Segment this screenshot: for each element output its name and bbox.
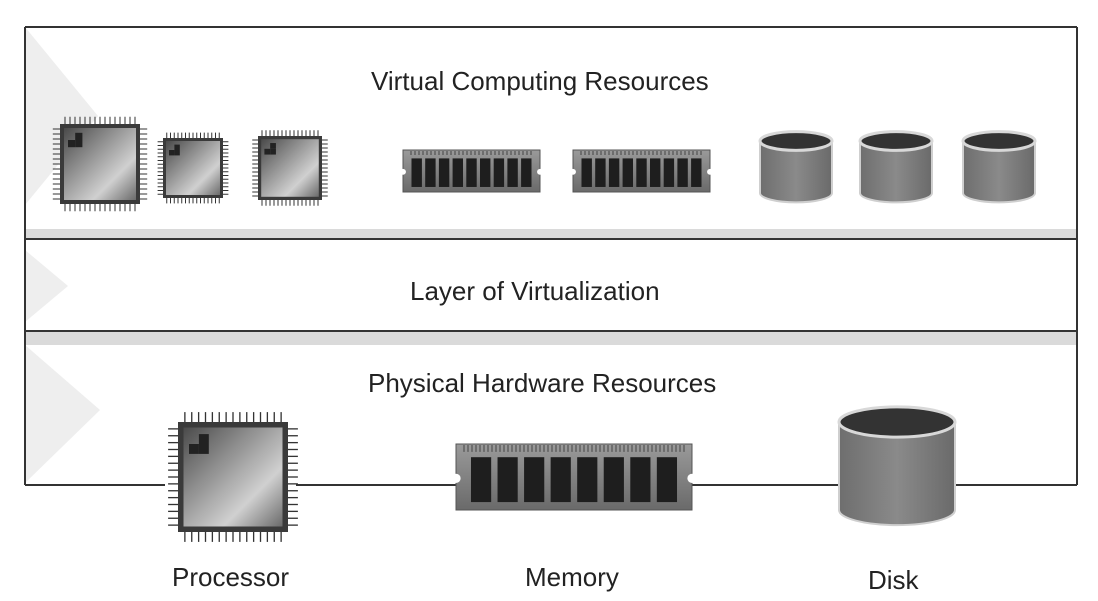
disk-label: Disk — [868, 565, 919, 595]
memory-label: Memory — [525, 562, 619, 592]
chevron-physical — [25, 345, 100, 483]
memory-module-icon — [451, 443, 697, 511]
disk-icon — [837, 405, 957, 527]
processor-chip-icon — [52, 116, 148, 212]
processor-label: Processor — [172, 562, 290, 592]
disk-icon — [858, 130, 934, 204]
virtual-section-title: Virtual Computing Resources — [371, 66, 709, 96]
separator-shadow-2 — [25, 331, 1077, 345]
separator-shadow-1 — [25, 229, 1077, 239]
physical-section-title: Physical Hardware Resources — [368, 368, 717, 398]
memory-module-icon — [570, 149, 713, 193]
physical-resource-icons — [168, 405, 957, 542]
disk-icon — [758, 130, 834, 204]
virtual-resource-icons — [52, 116, 1037, 212]
processor-chip-icon — [252, 130, 328, 206]
memory-module-icon — [400, 149, 543, 193]
layer-section-title: Layer of Virtualization — [410, 276, 660, 306]
processor-chip-icon — [168, 412, 298, 542]
chevron-layer — [25, 250, 68, 322]
disk-icon — [961, 130, 1037, 204]
chevron-virtual — [25, 27, 98, 205]
frame — [24, 26, 1078, 486]
background-chevrons — [25, 27, 100, 483]
processor-chip-icon — [157, 132, 229, 204]
